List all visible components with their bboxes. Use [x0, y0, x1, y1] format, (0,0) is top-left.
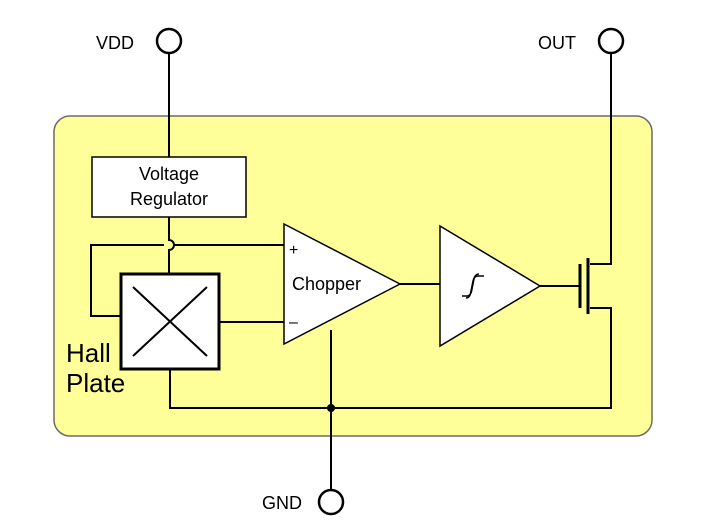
gnd-pin: GND: [262, 488, 345, 516]
out-pin-label: OUT: [538, 33, 576, 53]
ground-junction-dot: [327, 404, 335, 412]
out-pin: OUT: [538, 27, 625, 55]
gnd-pin-label: GND: [262, 493, 302, 513]
voltage-regulator-block: Voltage Regulator: [91, 156, 247, 218]
voltage-regulator-line2: Regulator: [130, 189, 208, 209]
chopper-triangle: [283, 222, 402, 346]
wire-out-to-drain: [590, 53, 612, 265]
chopper-plus-sign: +: [289, 242, 298, 259]
hall-plate-line1: Hall: [66, 338, 111, 368]
wires: [90, 53, 612, 490]
chopper-label: Chopper: [292, 274, 361, 294]
chopper-minus-sign: –: [289, 314, 298, 331]
schmitt-triangle: [439, 224, 542, 348]
vdd-pin-label: VDD: [96, 33, 134, 53]
wire-hall-to-plus: [90, 244, 287, 317]
out-pin-circle: [597, 27, 625, 55]
hall-plate-line2: Plate: [66, 368, 125, 398]
hall-plate-block: Hall Plate: [66, 272, 221, 398]
hysteresis-icon: [462, 273, 484, 299]
vdd-pin-circle: [155, 27, 183, 55]
voltage-regulator-line1: Voltage: [139, 164, 199, 184]
wire-source-to-ground: [169, 307, 612, 409]
schmitt-trigger: [439, 224, 542, 348]
gnd-pin-circle: [317, 488, 345, 516]
mosfet-icon: [578, 258, 590, 314]
wire-regulator-to-hall: [168, 217, 175, 274]
chopper-amplifier: + – Chopper: [283, 222, 402, 346]
vdd-pin: VDD: [96, 27, 183, 55]
